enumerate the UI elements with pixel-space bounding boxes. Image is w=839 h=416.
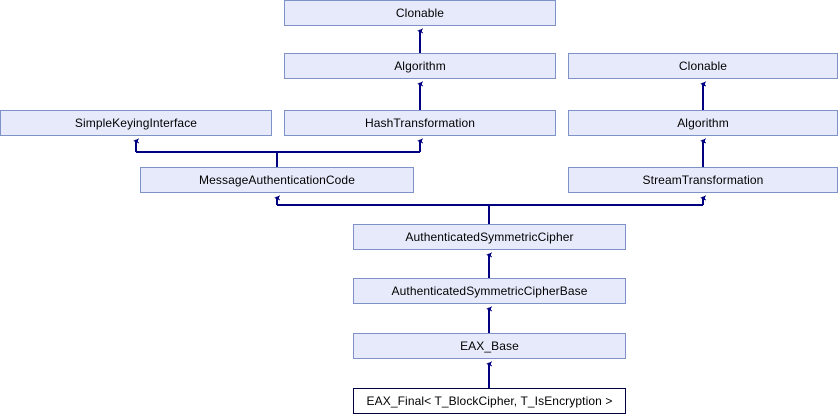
class-node-label: EAX_Base [460,339,519,353]
class-node-simple_keying[interactable]: SimpleKeyingInterface [0,110,272,136]
class-node-algorithm_left[interactable]: Algorithm [284,53,556,79]
class-node-clonable_right[interactable]: Clonable [568,53,838,79]
class-node-label: Clonable [395,6,445,20]
class-node-label: Algorithm [394,59,446,73]
class-node-asc[interactable]: AuthenticatedSymmetricCipher [353,224,626,250]
class-node-eax_base[interactable]: EAX_Base [353,333,626,359]
class-node-asc_base[interactable]: AuthenticatedSymmetricCipherBase [353,278,626,304]
class-node-label: AuthenticatedSymmetricCipherBase [391,284,588,298]
class-node-clonable_top[interactable]: Clonable [284,0,556,26]
edge-group [132,28,707,388]
class-node-label: HashTransformation [364,116,476,130]
class-node-hash_transform[interactable]: HashTransformation [284,110,556,136]
class-node-eax_final[interactable]: EAX_Final< T_BlockCipher, T_IsEncryption… [353,388,626,414]
class-node-label: Clonable [678,59,728,73]
class-node-mac[interactable]: MessageAuthenticationCode [140,167,414,193]
class-node-algorithm_right[interactable]: Algorithm [568,110,838,136]
class-node-label: StreamTransformation [642,173,764,187]
class-node-label: MessageAuthenticationCode [199,173,355,187]
class-node-label: EAX_Final< T_BlockCipher, T_IsEncryption… [366,394,613,408]
class-node-label: SimpleKeyingInterface [74,116,198,130]
class-node-label: AuthenticatedSymmetricCipher [405,230,574,244]
class-node-label: Algorithm [677,116,729,130]
class-node-stream_transform[interactable]: StreamTransformation [568,167,838,193]
